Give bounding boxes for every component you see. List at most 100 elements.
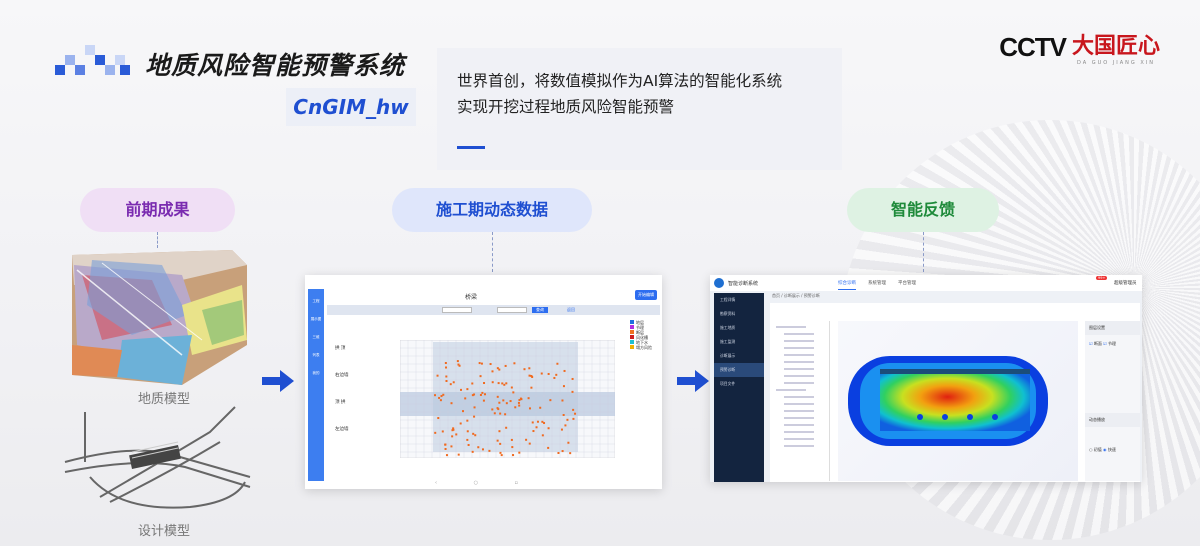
- radio-fast[interactable]: 快速: [1107, 447, 1116, 452]
- connector: [923, 232, 924, 272]
- app-sidebar: 工程展示图三维列表我的: [308, 289, 324, 481]
- marker: [480, 362, 483, 365]
- marker: [496, 407, 499, 410]
- marker: [525, 438, 528, 441]
- marker: [518, 399, 521, 402]
- nav-item[interactable]: 工程详情: [720, 297, 736, 302]
- nav-item[interactable]: 勘察资料: [720, 311, 736, 316]
- marker: [517, 401, 520, 404]
- tree-item[interactable]: [784, 424, 814, 426]
- tab-system[interactable]: 系统管理: [868, 281, 886, 286]
- marker: [572, 417, 575, 420]
- marker: [528, 374, 531, 377]
- app-name: 智能诊断系统: [728, 281, 759, 287]
- tab-platform[interactable]: 平台管理: [898, 281, 916, 286]
- marker: [498, 430, 501, 433]
- nav-item[interactable]: 施工监测: [720, 339, 736, 344]
- marker: [489, 363, 492, 366]
- tree-item[interactable]: [784, 354, 814, 356]
- user-name[interactable]: 超级管理员: [1114, 281, 1137, 286]
- legend-item: 断层: [630, 330, 652, 335]
- radio-initial[interactable]: 初值: [1093, 447, 1102, 452]
- sidebar-item[interactable]: 展示图: [310, 317, 322, 321]
- nav-item[interactable]: 项目文件: [720, 381, 736, 386]
- marker: [498, 401, 501, 404]
- legend-item: 地下水: [630, 340, 652, 345]
- marker: [528, 367, 531, 370]
- sidebar-item[interactable]: 三维: [312, 335, 320, 339]
- marker: [445, 375, 448, 378]
- program-name: 大国匠心: [1071, 33, 1160, 59]
- feedback-screenshot: 智能诊断系统 综合诊断 系统管理 平台管理 99+ 超级管理员 工程详情勘察资料…: [710, 275, 1142, 482]
- legend-item: 节理: [630, 325, 652, 330]
- tree-item[interactable]: [784, 438, 814, 440]
- tree-item[interactable]: [776, 389, 806, 391]
- tree-item[interactable]: [784, 368, 814, 370]
- notification-badge[interactable]: 99+: [1096, 276, 1108, 280]
- marker: [436, 374, 439, 377]
- tree-item[interactable]: [784, 396, 814, 398]
- sidebar-item[interactable]: 我的: [312, 371, 320, 375]
- marker: [567, 441, 570, 444]
- marker: [547, 427, 550, 430]
- marker: [564, 424, 567, 427]
- marker: [452, 381, 455, 384]
- tree-item[interactable]: [784, 417, 814, 419]
- nav-item[interactable]: 诊断展示: [720, 353, 736, 358]
- marker: [562, 385, 565, 388]
- description-line: 世界首创，将数值模拟作为AI算法的智能化系统: [457, 72, 783, 90]
- marker: [518, 451, 521, 454]
- nav-item[interactable]: 施工地质: [720, 325, 736, 330]
- marker: [467, 443, 470, 446]
- marker: [504, 413, 507, 416]
- back-link[interactable]: 返回: [567, 307, 575, 312]
- tree-item[interactable]: [784, 375, 814, 377]
- tree-item[interactable]: [776, 326, 806, 328]
- marker: [450, 402, 453, 405]
- marker: [444, 443, 447, 446]
- marker: [527, 397, 530, 400]
- marker: [523, 368, 526, 371]
- tree-item[interactable]: [784, 347, 814, 349]
- tree-item[interactable]: [784, 431, 814, 433]
- tree-item[interactable]: [784, 445, 814, 447]
- tree-item[interactable]: [784, 333, 814, 335]
- marker: [496, 367, 499, 370]
- excavation-grid-chart: [400, 340, 615, 458]
- tab-diagnosis[interactable]: 综合诊断: [838, 280, 856, 290]
- marker: [496, 395, 499, 398]
- marker: [532, 430, 535, 433]
- marker: [510, 386, 513, 389]
- marker: [512, 454, 515, 457]
- construction-data-screenshot: 工程展示图三维列表我的 桥梁 开始编辑 查询 返回 地层节理断层风化槽地下水塌方…: [305, 275, 662, 489]
- tree-item[interactable]: [784, 361, 814, 363]
- marker: [500, 454, 503, 457]
- marker: [451, 435, 454, 438]
- brand-logo: CCTV 大国匠心 DA GUO JIANG XIN: [999, 28, 1160, 67]
- sidebar-item[interactable]: 工程: [312, 299, 320, 303]
- query-button[interactable]: 查询: [532, 307, 548, 313]
- check-section[interactable]: 断面: [1093, 341, 1102, 346]
- marker: [479, 393, 482, 396]
- nav-item[interactable]: 预警诊断: [714, 363, 764, 377]
- tree-item[interactable]: [784, 410, 814, 412]
- marker: [547, 372, 550, 375]
- layer-tree: [772, 321, 830, 481]
- marker: [458, 364, 461, 367]
- marker: [438, 396, 441, 399]
- marker: [471, 394, 474, 397]
- edit-button[interactable]: 开始编辑: [635, 290, 657, 300]
- check-joint[interactable]: 节理: [1108, 341, 1117, 346]
- tree-item[interactable]: [784, 340, 814, 342]
- marker: [444, 361, 447, 364]
- marker: [505, 402, 508, 405]
- tree-item[interactable]: [784, 382, 814, 384]
- legend-item: 塌方风险: [630, 345, 652, 350]
- sidebar-item[interactable]: 列表: [312, 353, 320, 357]
- tree-item[interactable]: [784, 403, 814, 405]
- marker: [466, 430, 469, 433]
- marker: [557, 451, 560, 454]
- marker: [540, 372, 543, 375]
- marker: [531, 421, 534, 424]
- marker: [462, 410, 465, 413]
